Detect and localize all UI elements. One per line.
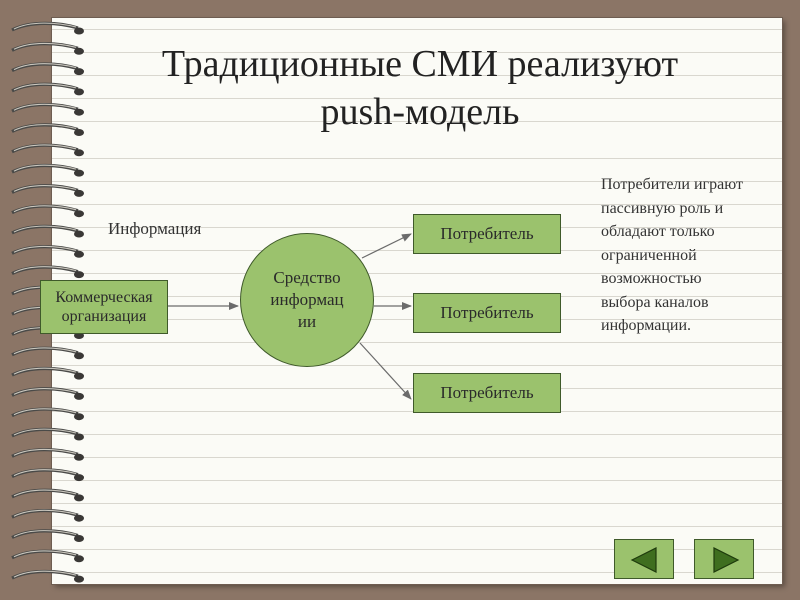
media-hub-label: Средство информации bbox=[270, 268, 344, 331]
consumer-box-2: Потребитель bbox=[413, 293, 561, 333]
consumer-box-3: Потребитель bbox=[413, 373, 561, 413]
slide-title-line2: push-модель bbox=[320, 91, 520, 133]
consumers-note: Потребители играют пассивную роль и обла… bbox=[601, 176, 743, 334]
slide-title: Традиционные СМИ реализуют push-модель bbox=[120, 40, 720, 136]
information-label: Информация bbox=[108, 219, 202, 238]
arrow-hub-to-consumer-1 bbox=[361, 233, 412, 259]
consumer-label-1: Потребитель bbox=[440, 224, 534, 243]
next-slide-button[interactable] bbox=[694, 539, 754, 579]
consumer-label-2: Потребитель bbox=[440, 303, 534, 322]
arrow-hub-to-consumer-3 bbox=[359, 342, 412, 400]
commercial-organization-label: Коммерческая организация bbox=[55, 289, 153, 325]
triangle-right-icon bbox=[713, 547, 740, 573]
slide-title-line1: Традиционные СМИ реализуют bbox=[161, 43, 679, 85]
commercial-organization-box: Коммерческая организация bbox=[40, 280, 168, 334]
media-hub-circle: Средство информации bbox=[240, 233, 374, 367]
previous-slide-button[interactable] bbox=[614, 539, 674, 579]
triangle-left-icon bbox=[630, 547, 657, 573]
consumer-label-3: Потребитель bbox=[440, 383, 534, 402]
consumer-box-1: Потребитель bbox=[413, 214, 561, 254]
